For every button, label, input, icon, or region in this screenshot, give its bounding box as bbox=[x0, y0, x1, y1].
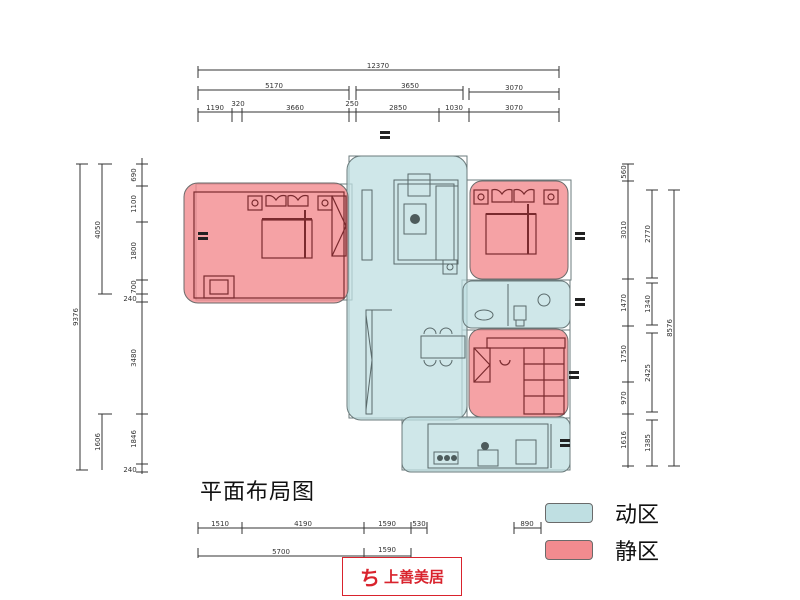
dim-4190: 4190 bbox=[294, 520, 312, 528]
dim-240-b: 240 bbox=[123, 466, 136, 474]
dim-2425: 2425 bbox=[644, 364, 652, 382]
dim-700: 700 bbox=[130, 280, 138, 293]
second-bedroom-furniture bbox=[473, 188, 559, 255]
brand-name: 上善美居 bbox=[383, 568, 444, 586]
legend-dynamic-zone: 动区 bbox=[545, 497, 659, 529]
dim-1616: 1616 bbox=[620, 431, 628, 449]
dim-1340: 1340 bbox=[644, 295, 652, 313]
master-bedroom-furniture bbox=[193, 191, 347, 299]
dim-560: 560 bbox=[620, 165, 628, 178]
bathroom-zone bbox=[462, 280, 571, 329]
dim-1606: 1606 bbox=[94, 433, 102, 451]
top-dimensions: 12370 5170 3650 3070 1190 320 3660 250 2… bbox=[197, 62, 560, 122]
dim-5700: 5700 bbox=[272, 548, 290, 556]
dim-970: 970 bbox=[620, 391, 628, 404]
dim-1590-a: 1590 bbox=[378, 520, 396, 528]
dim-1800: 1800 bbox=[130, 242, 138, 260]
room-tags bbox=[198, 131, 585, 447]
living-room-zone bbox=[346, 155, 468, 421]
dim-1750: 1750 bbox=[620, 345, 628, 363]
study-room-zone bbox=[468, 328, 569, 418]
dim-3010: 3010 bbox=[620, 221, 628, 239]
dim-4050: 4050 bbox=[94, 221, 102, 239]
dim-1030: 1030 bbox=[445, 104, 463, 112]
kitchen-fixtures bbox=[427, 423, 552, 469]
dim-8576: 8576 bbox=[666, 319, 674, 337]
dim-3070-b: 3070 bbox=[505, 104, 523, 112]
legend-static-zone: 静区 bbox=[545, 534, 659, 566]
dim-240-a: 240 bbox=[123, 295, 136, 303]
dim-5170: 5170 bbox=[265, 82, 283, 90]
dim-top-total: 12370 bbox=[367, 62, 389, 70]
dim-890: 890 bbox=[520, 520, 533, 528]
dim-1190: 1190 bbox=[206, 104, 224, 112]
legend-static-swatch bbox=[545, 540, 593, 560]
dim-1100: 1100 bbox=[130, 195, 138, 213]
dim-250: 250 bbox=[345, 100, 358, 108]
dim-1510: 1510 bbox=[211, 520, 229, 528]
master-bedroom-zone bbox=[183, 182, 349, 304]
study-room-furniture bbox=[473, 337, 566, 415]
brand-logo: ち 上善美居 bbox=[342, 557, 462, 596]
dim-1590-b: 1590 bbox=[378, 546, 396, 554]
brand-mark-icon: ち bbox=[359, 566, 380, 590]
dim-2850: 2850 bbox=[389, 104, 407, 112]
dim-1846: 1846 bbox=[130, 430, 138, 448]
dim-9376: 9376 bbox=[72, 308, 80, 326]
dim-2770: 2770 bbox=[644, 225, 652, 243]
plan-title: 平面布局图 bbox=[200, 480, 316, 505]
living-room-furniture bbox=[361, 173, 466, 415]
dim-320: 320 bbox=[231, 100, 244, 108]
dim-3660: 3660 bbox=[286, 104, 304, 112]
legend-dynamic-swatch bbox=[545, 503, 593, 523]
legend-dynamic-label: 动区 bbox=[615, 503, 660, 528]
bottom-dimensions: 1510 4190 1590 530 890 5700 1590 bbox=[197, 520, 542, 558]
dim-530: 530 bbox=[412, 520, 425, 528]
right-dimensions: 560 3010 1470 1750 970 1616 2770 1340 24… bbox=[620, 163, 680, 468]
dim-1470: 1470 bbox=[620, 294, 628, 312]
dim-3480: 3480 bbox=[130, 349, 138, 367]
dim-3070-a: 3070 bbox=[505, 84, 523, 92]
dim-3650: 3650 bbox=[401, 82, 419, 90]
dynamic-zones bbox=[346, 155, 571, 473]
bathroom-fixtures bbox=[474, 284, 551, 327]
dim-1385: 1385 bbox=[644, 434, 652, 452]
legend-static-label: 静区 bbox=[615, 540, 660, 565]
dim-690: 690 bbox=[130, 168, 138, 181]
left-dimensions: 9376 4050 1606 690 1100 1800 700 240 348… bbox=[72, 158, 148, 474]
